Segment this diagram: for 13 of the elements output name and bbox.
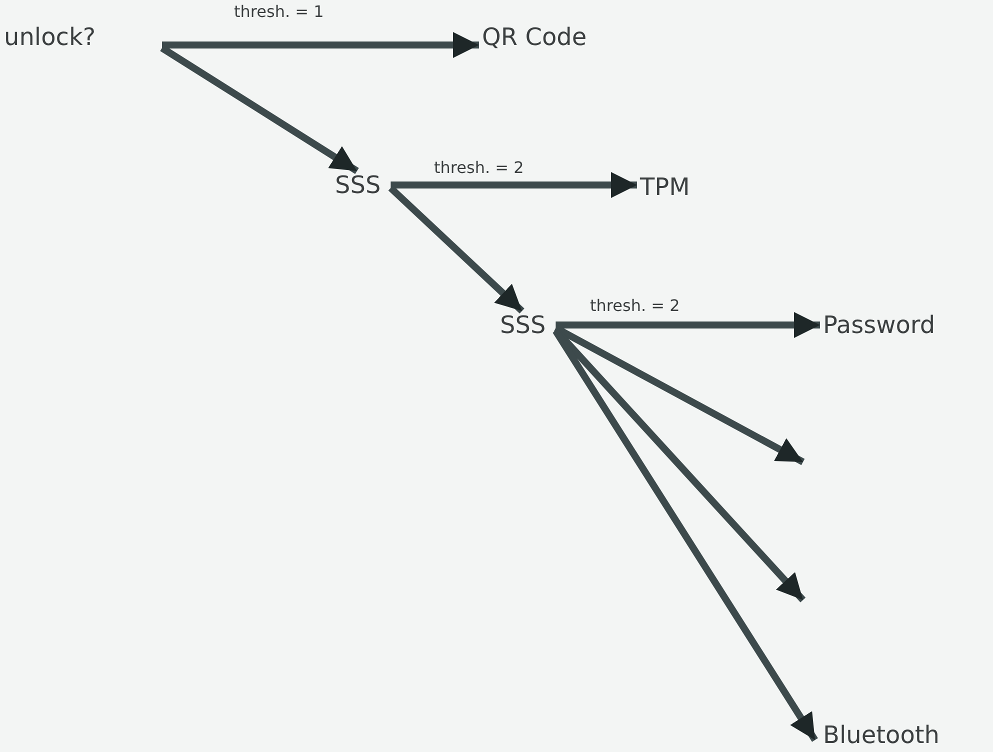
node-label: TPM bbox=[640, 173, 690, 201]
node-label: unlock? bbox=[4, 23, 96, 51]
arrow bbox=[554, 324, 805, 466]
node-label: Password bbox=[823, 311, 936, 339]
arrow bbox=[556, 312, 820, 338]
node-label: SSS bbox=[500, 311, 546, 339]
arrow bbox=[388, 185, 524, 314]
node-label: QR Code bbox=[482, 23, 587, 51]
arrow bbox=[162, 32, 479, 58]
node-label: Bluetooth bbox=[823, 721, 940, 749]
arrow bbox=[160, 45, 359, 174]
arrow bbox=[390, 172, 637, 198]
node-label: SSS bbox=[335, 171, 381, 199]
